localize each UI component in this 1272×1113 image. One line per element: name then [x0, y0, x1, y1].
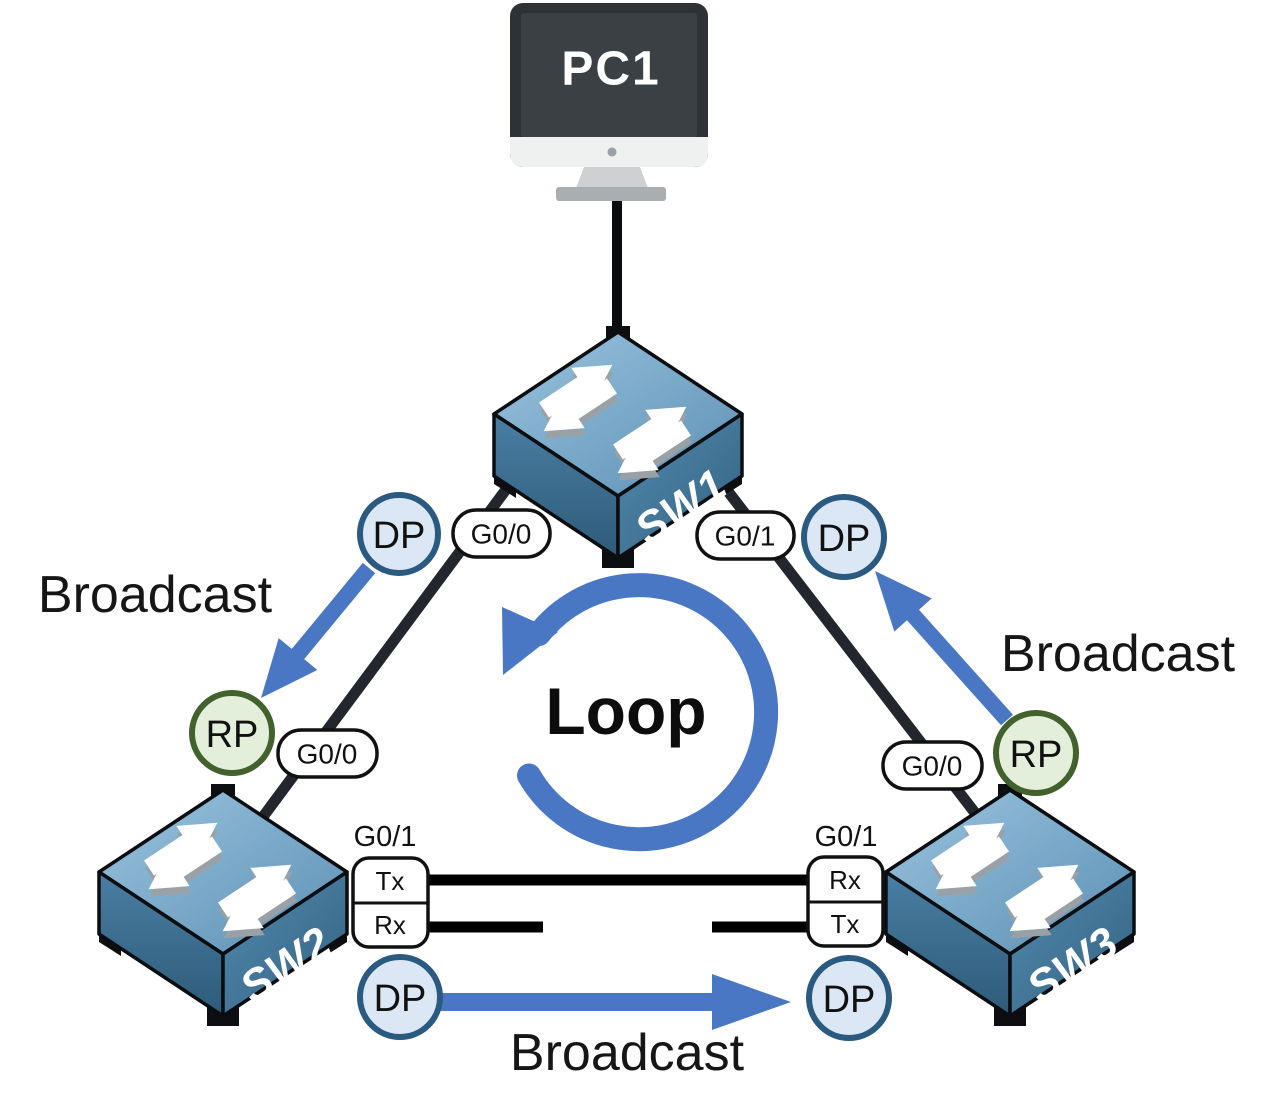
sw1-g01-label: G0/1: [715, 521, 776, 552]
pill-outline: [695, 510, 796, 561]
pill-outline: [276, 728, 379, 779]
port-pill-sw1-g00: G0/0: [451, 508, 552, 559]
pill-outline: [881, 740, 984, 791]
sw2-rx-label: Rx: [374, 910, 406, 940]
pill-outline: [451, 508, 552, 559]
sw1-g00-label: G0/0: [471, 519, 532, 550]
badge-dp-sw1-left: DP: [357, 492, 441, 576]
dp-role-label: DP: [373, 515, 426, 557]
broadcast-label-right: Broadcast: [1001, 625, 1236, 683]
rp-role-label: RP: [206, 714, 259, 756]
switch-icon: [99, 784, 347, 1026]
dp-circle: [357, 492, 441, 576]
sw3-g01-port-label: G0/1: [815, 821, 878, 853]
loop-arrowhead-icon: [502, 607, 558, 675]
loop-indicator: Loop: [502, 573, 779, 852]
port-pill-sw1-g01: G0/1: [695, 510, 796, 561]
sw2-g01-port-label: G0/1: [354, 821, 417, 853]
broadcast-arrow-bottom-icon: [433, 974, 791, 1030]
dp-circle: [801, 494, 887, 580]
switch-sw2: SW2: [99, 784, 347, 1026]
rp-circle: [993, 710, 1079, 796]
sw3-g00-label: G0/0: [902, 751, 963, 782]
badge-dp-sw1-right: DP: [801, 494, 887, 580]
sw2-tx-label: Tx: [376, 866, 405, 896]
rp-circle: [189, 690, 275, 776]
badge-rp-sw2: RP: [189, 690, 275, 776]
sw3-tx-label: Tx: [831, 909, 860, 939]
pc1-computer-icon: PC1: [510, 3, 708, 201]
broadcast-arrow-left-icon: [261, 562, 376, 698]
loop-label: Loop: [545, 674, 706, 748]
badge-rp-sw3: RP: [993, 710, 1079, 796]
pc1-screen: [521, 13, 697, 137]
badge-dp-sw2-bottom: DP: [357, 954, 443, 1040]
dp-role-label: DP: [823, 979, 876, 1021]
pc1-stand-base: [556, 187, 666, 201]
switch-icon: [886, 784, 1134, 1026]
pc1-label: PC1: [561, 43, 660, 96]
broadcast-arrow-right-icon: [875, 571, 1013, 726]
pc1-stand-neck: [576, 167, 648, 188]
dp-role-label: DP: [374, 978, 427, 1020]
broadcast-label-bottom: Broadcast: [510, 1024, 745, 1082]
dp-circle: [806, 955, 892, 1041]
badge-dp-sw3-bottom: DP: [806, 955, 892, 1041]
dp-role-label: DP: [818, 518, 871, 560]
sw2-g00-label: G0/0: [297, 739, 358, 770]
port-pill-sw3-g00: G0/0: [881, 740, 984, 791]
txrx-box-sw3: Rx Tx G0/1: [806, 821, 885, 948]
rp-role-label: RP: [1010, 734, 1063, 776]
port-pill-sw2-g00: G0/0: [276, 728, 379, 779]
sw3-rx-label: Rx: [829, 865, 861, 895]
pc1-camera-dot-icon: [607, 147, 617, 157]
loop-circular-arrow: [517, 573, 779, 852]
switch-sw3: SW3: [886, 784, 1134, 1026]
dp-circle: [357, 954, 443, 1040]
broadcast-label-left: Broadcast: [38, 566, 273, 624]
txrx-box-sw2: Tx Rx G0/1: [351, 821, 430, 949]
